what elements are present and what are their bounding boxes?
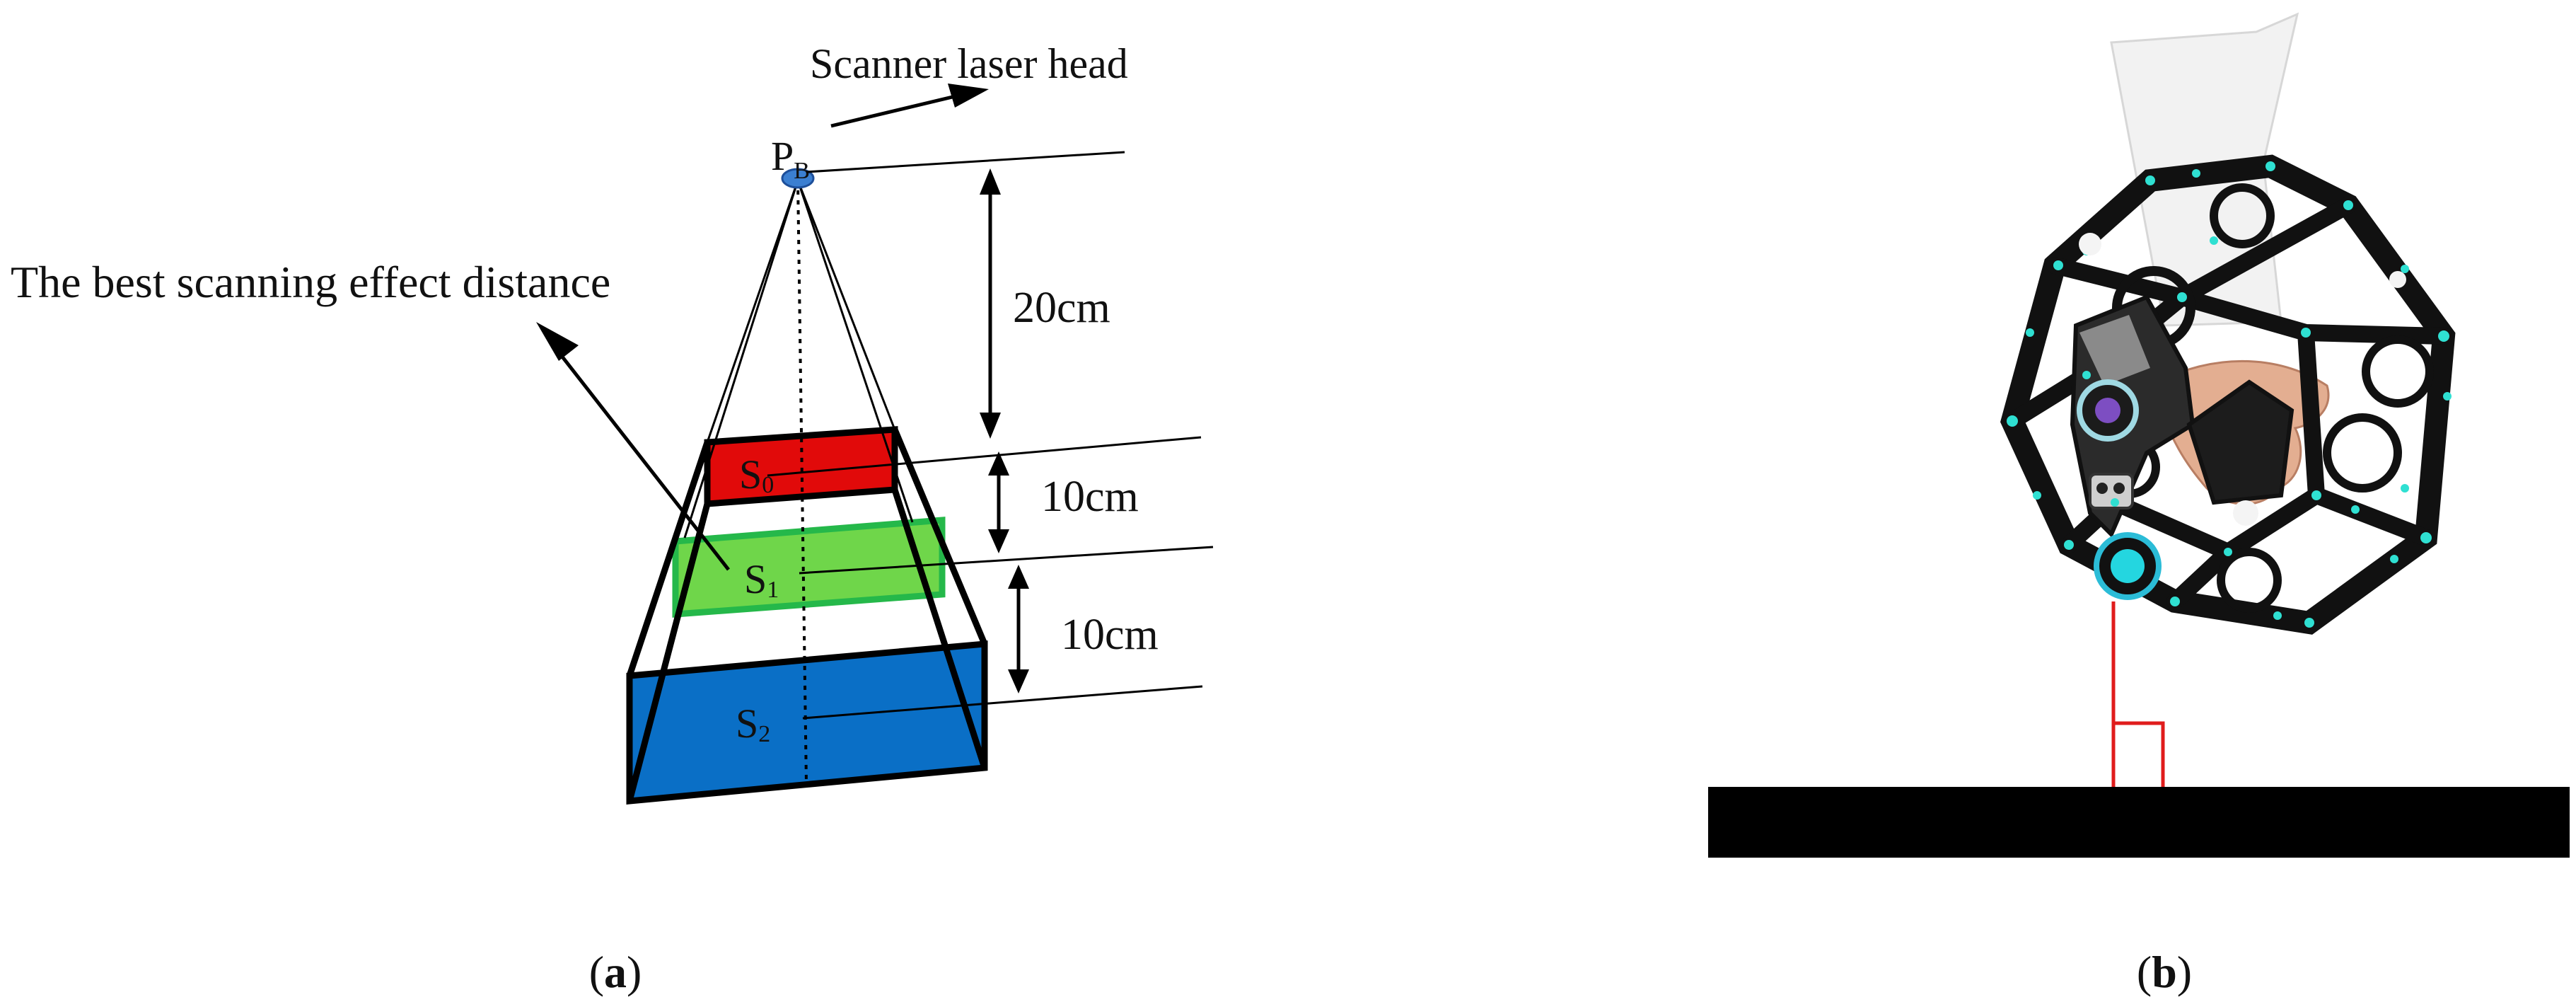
scan-surface — [1708, 787, 2570, 858]
scanner-head-annotation: Scanner laser head — [810, 40, 1128, 87]
plane-s0-label: S0 — [739, 451, 774, 498]
scanner-head-arrow — [830, 84, 989, 128]
laser-point-pb — [781, 168, 815, 189]
scanner-lenses — [2077, 379, 2162, 600]
leader-lines — [767, 151, 1214, 720]
frustum-edges — [626, 428, 988, 802]
point-label-pb: PB — [771, 133, 810, 184]
laser-beam — [2111, 601, 2165, 787]
plane-s1 — [672, 517, 946, 618]
white-markers — [2079, 233, 2406, 526]
dimension-arrows — [980, 168, 1029, 693]
best-distance-annotation: The best scanning effect distance — [11, 257, 610, 307]
plane-s2-label: S2 — [736, 701, 770, 747]
dimension-label-top: 20cm — [1013, 284, 1110, 332]
plane-s1-label: S1 — [744, 556, 779, 603]
dimension-label-mid: 10cm — [1041, 473, 1139, 521]
best-distance-arrow — [536, 322, 730, 571]
panel-a: PB Scanner laser head The best scanning … — [11, 40, 1214, 997]
dimension-label-bottom: 10cm — [1061, 611, 1159, 659]
caption-a: (a) — [589, 947, 642, 997]
caption-b: (b) — [2137, 947, 2192, 997]
projection-rays — [683, 180, 914, 539]
central-axis — [796, 180, 808, 785]
panel-b: (b) — [1708, 12, 2570, 997]
